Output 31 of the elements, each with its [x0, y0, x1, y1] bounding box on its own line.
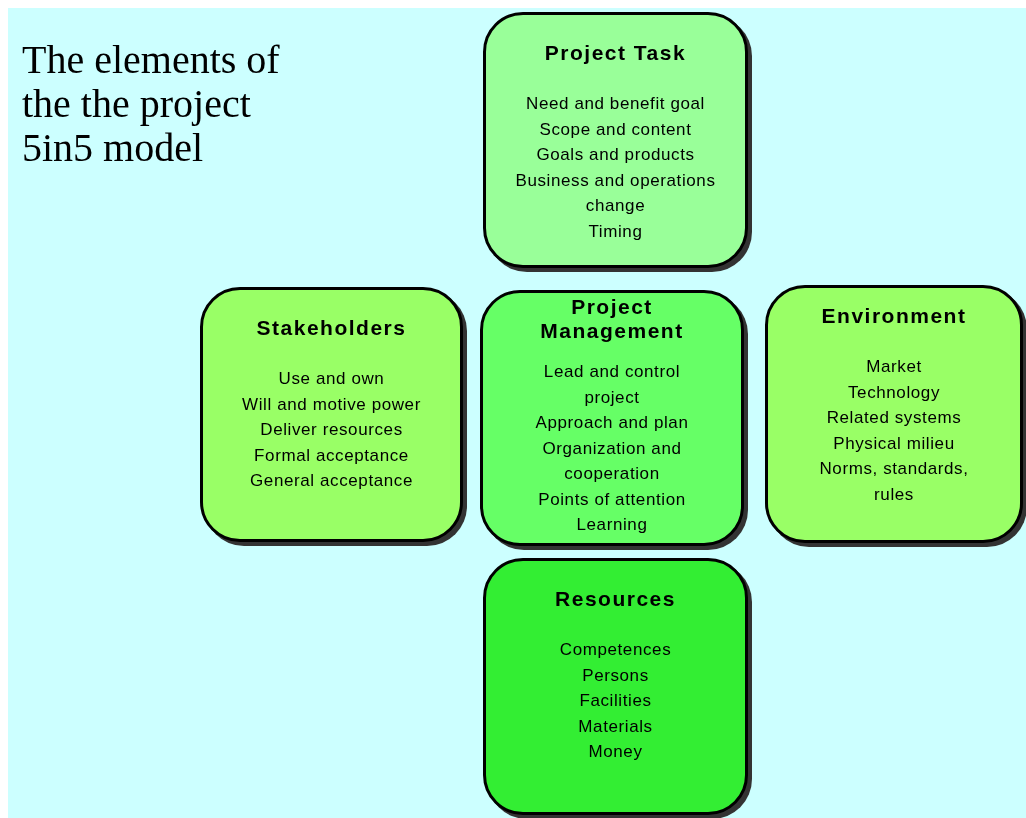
box-item: Deliver resources: [259, 419, 404, 441]
box-item: Competences: [558, 639, 673, 661]
box-item: Persons: [581, 664, 650, 687]
box-item: Will and motive power: [241, 393, 422, 416]
box-item: Approach and plan: [534, 412, 690, 434]
box-item: Market: [865, 356, 923, 378]
box-item: Formal acceptance: [253, 444, 410, 467]
box-item: Technology: [847, 381, 941, 404]
box-item: Materials: [577, 715, 654, 738]
box-item: Facilities: [578, 690, 653, 712]
box-item: General acceptance: [249, 470, 414, 492]
box-item: Business and operations change: [514, 169, 717, 217]
box-item: Timing: [587, 220, 644, 243]
box-heading: Stakeholders: [255, 316, 408, 340]
box-item: Related systems: [825, 407, 963, 429]
box-item: Learning: [575, 514, 649, 536]
box-item: Points of attention: [537, 488, 687, 511]
box-heading: Environment: [820, 304, 968, 328]
box-item: Use and own: [277, 368, 386, 390]
title: The elements of the the project 5in5 model: [22, 38, 281, 170]
box-heading: Project Management: [539, 295, 685, 343]
box-item: Goals and products: [535, 144, 696, 166]
box-heading: Project Task: [543, 41, 688, 65]
box-item: Organization and cooperation: [541, 437, 683, 485]
box-item: Norms, standards, rules: [818, 458, 970, 506]
box-item: Money: [587, 741, 644, 763]
box-heading: Resources: [554, 587, 677, 611]
box-item: Scope and content: [538, 118, 693, 141]
box-item: Lead and control project: [542, 361, 682, 409]
box-item: Need and benefit goal: [525, 93, 706, 115]
box-item: Physical milieu: [832, 432, 956, 455]
